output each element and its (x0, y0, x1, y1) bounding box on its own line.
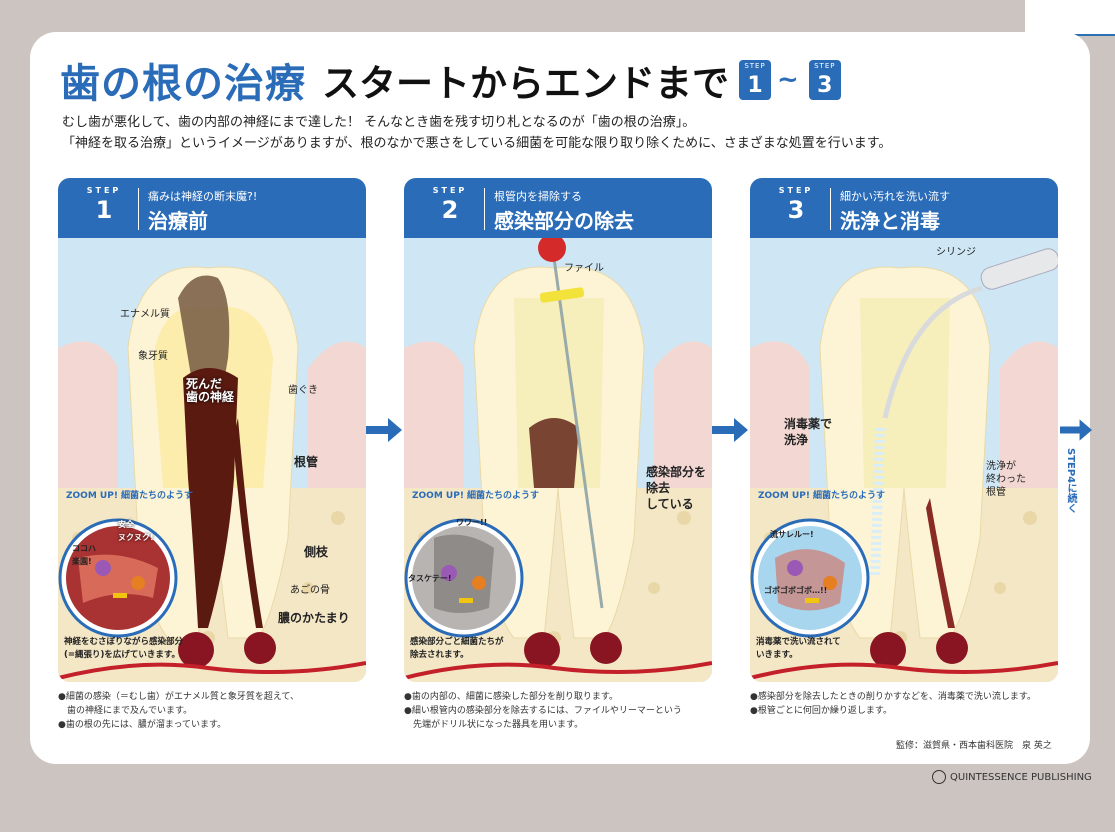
bacteria-bubble-1: 安全 ヌクヌク! (118, 520, 154, 542)
zoom-up-label: ZOOM UP! 細菌たちのようす (412, 491, 540, 501)
step-word: STEP (814, 62, 836, 70)
label-pus: 膿のかたまり (278, 611, 350, 625)
step-number: 3 (787, 196, 805, 224)
note-line: ●根管ごとに何回か繰り返します。 (750, 706, 892, 716)
label-dentin: 象牙質 (138, 351, 168, 362)
publisher-mark-icon (932, 770, 946, 784)
bacteria-bubble-1: 流サレルー! (770, 530, 814, 539)
step-3-notes: ●感染部分を除去したときの削りかすなどを、消毒薬で洗い流します。 ●根管ごとに何… (750, 690, 1050, 718)
label-dead-nerve: 死んだ 歯の神経 (186, 377, 235, 404)
step-2-notes: ●歯の内部の、細菌に感染した部分を削り取ります。 ●細い根管内の感染部分を除去す… (404, 690, 704, 732)
range-tilde: ~ (777, 65, 799, 95)
step-2-header: STEP 2 根管内を掃除する 感染部分の除去 (404, 178, 712, 238)
arrow-right-icon (712, 418, 748, 442)
title-main: 歯の根の治療 (60, 61, 306, 107)
corner-tab (1025, 0, 1115, 36)
label-cleaned-canal: 洗浄が 終わった 根管 (986, 461, 1026, 498)
intro-text: むし歯が悪化して、歯の内部の神経にまで達した！ そんなとき歯を残す切り札となるの… (62, 112, 942, 154)
label-root-canal: 根管 (294, 455, 319, 469)
step-1-notes: ●細菌の感染（＝むし歯）がエナメル質と象牙質を超えて、 歯の神経にまで及んでいま… (58, 690, 358, 732)
supervisor-credit: 監修：滋賀県・西本歯科医院 泉 英之 (896, 741, 1052, 751)
arrow-right-icon (1060, 419, 1092, 441)
publisher-logo: QUINTESSENCE PUBLISHING (932, 770, 1092, 784)
note-line: ●歯の内部の、細菌に感染した部分を削り取ります。 (404, 692, 618, 702)
step-1-header: STEP 1 痛みは神経の断末魔?! 治療前 (58, 178, 366, 238)
step-word: STEP (744, 62, 766, 70)
step-title: 感染部分の除去 (494, 209, 634, 233)
page-title: 歯の根の治療 スタートからエンドまで STEP 1 ~ STEP 3 (60, 52, 841, 108)
note-line: ●細い根管内の感染部分を除去するには、ファイルやリーマーという (404, 706, 682, 716)
label-gum: 歯ぐき (288, 385, 318, 396)
zoom-caption: 感染部分ごと細菌たちが 除去されます。 (410, 637, 504, 660)
label-jawbone: あごの骨 (290, 585, 330, 596)
step-subtitle: 根管内を掃除する (494, 190, 582, 203)
step-subtitle: 痛みは神経の断末魔?! (148, 190, 258, 203)
next-step-note: STEP4に続く (1065, 448, 1076, 514)
step-word: STEP (432, 186, 468, 195)
intro-line-2: 「神経を取る治療」というイメージがありますが、根のなかで悪さをしている細菌を可能… (62, 136, 892, 151)
intro-line-1: むし歯が悪化して、歯の内部の神経にまで達した！ そんなとき歯を残す切り札となるの… (62, 115, 696, 130)
label-disinfect-wash: 消毒薬で 洗浄 (784, 417, 833, 447)
tooth-illustration-2 (404, 238, 712, 682)
step-number: 2 (441, 196, 459, 224)
bacteria-bubble-2: ココハ 楽園! (72, 544, 96, 566)
note-line: ●歯の根の先には、膿が溜まっています。 (58, 720, 227, 730)
step-badge-end: STEP 3 (808, 60, 841, 100)
note-line: ●細菌の感染（＝むし歯）がエナメル質と象牙質を超えて、 (58, 692, 299, 702)
step-word: STEP (86, 186, 122, 195)
bacteria-bubble-2: ゴボゴボゴボ…!! (764, 586, 828, 595)
arrow-right-icon (366, 418, 402, 442)
header-divider (830, 188, 831, 230)
label-file: ファイル (564, 263, 604, 274)
step-number: 3 (817, 73, 833, 98)
step-3-panel: STEP 3 細かい汚れを洗い流す 洗浄と消毒 シリンジ 消毒薬で 洗浄 洗浄が… (750, 178, 1058, 682)
zoom-up-label: ZOOM UP! 細菌たちのようす (758, 491, 886, 501)
label-removing-infection: 感染部分を 除去 している (646, 465, 707, 511)
note-line: 先端がドリル状になった器具を用います。 (404, 720, 584, 730)
publisher-name: QUINTESSENCE PUBLISHING (950, 771, 1092, 783)
header-divider (484, 188, 485, 230)
note-line: ●感染部分を除去したときの削りかすなどを、消毒薬で洗い流します。 (750, 692, 1036, 702)
bacteria-bubble-2: タスケテー! (408, 574, 452, 583)
step-title: 治療前 (148, 209, 208, 233)
zoom-caption: 消毒薬で洗い流されて いきます。 (756, 637, 841, 660)
note-line: 歯の神経にまで及んでいます。 (58, 706, 193, 716)
step-subtitle: 細かい汚れを洗い流す (840, 190, 950, 203)
step-1-panel: STEP 1 痛みは神経の断末魔?! 治療前 エナメル質 象牙質 死んだ 歯の神… (58, 178, 366, 682)
step-number: 1 (95, 196, 113, 224)
step-badge-start: STEP 1 (739, 60, 771, 100)
step-2-panel: STEP 2 根管内を掃除する 感染部分の除去 ファイル 感染部分を 除去 して… (404, 178, 712, 682)
zoom-up-label: ZOOM UP! 細菌たちのようす (66, 491, 194, 501)
title-sub: スタートからエンドまで (322, 62, 729, 105)
tooth-illustration-3 (750, 238, 1058, 682)
step-number: 1 (747, 73, 763, 98)
header-divider (138, 188, 139, 230)
step-word: STEP (778, 186, 814, 195)
tooth-illustration-1 (58, 238, 366, 682)
bacteria-bubble-1: ワワー!! (456, 518, 488, 527)
step-title: 洗浄と消毒 (840, 209, 940, 233)
label-enamel: エナメル質 (120, 309, 170, 320)
label-syringe: シリンジ (936, 247, 976, 258)
step-3-header: STEP 3 細かい汚れを洗い流す 洗浄と消毒 (750, 178, 1058, 238)
label-lateral-canal: 側枝 (304, 545, 329, 559)
zoom-caption: 神経をむさぼりながら感染部分 (=縄張り)を広げていきます。 (64, 637, 184, 660)
